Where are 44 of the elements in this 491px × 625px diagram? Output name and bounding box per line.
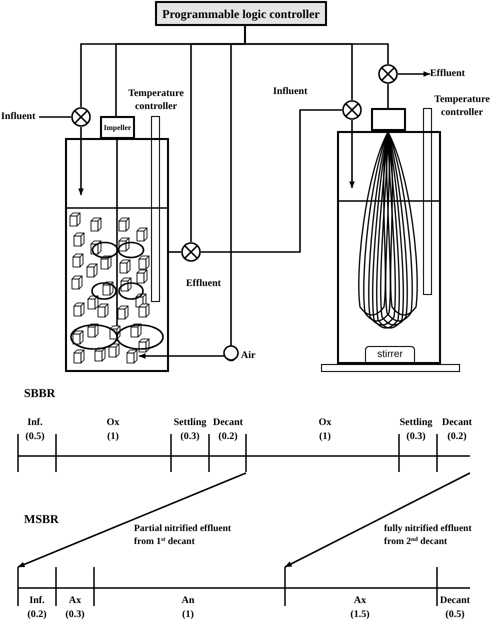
phase-label: Ax (1.5) xyxy=(350,594,370,622)
arrow xyxy=(349,120,355,188)
stirrer-unit: stirrer xyxy=(365,346,415,362)
connector-line xyxy=(244,26,389,64)
reactor-tank xyxy=(65,138,169,372)
flow-label: Air xyxy=(241,349,256,363)
arrow xyxy=(78,127,84,196)
phase-label: Ox (1) xyxy=(318,416,332,444)
flow-label: Effluent xyxy=(186,277,221,291)
phase-label: Decant (0.2) xyxy=(213,416,243,444)
phase-label: Decant (0.5) xyxy=(440,594,470,622)
connector-line xyxy=(387,84,389,108)
valve-icon xyxy=(378,64,398,84)
phase-label: Decant (0.2) xyxy=(442,416,472,444)
valve-icon xyxy=(181,242,201,262)
phase-label: An (1) xyxy=(182,594,194,622)
flow-label: Influent xyxy=(273,85,308,99)
valve-icon xyxy=(71,107,91,127)
connector-line xyxy=(201,109,342,253)
motor-housing xyxy=(371,108,406,131)
reactor-tank xyxy=(337,131,441,364)
phase-label: Ox (1) xyxy=(106,416,120,444)
probe-label: Temperature controller xyxy=(127,87,185,113)
phase-label: Inf. (0.5) xyxy=(25,416,45,444)
arrow xyxy=(398,71,430,77)
probe-label: Temperature controller xyxy=(433,93,491,119)
flow-label: Influent xyxy=(1,110,39,124)
connector-line xyxy=(39,116,71,118)
controller-box: Programmable logic controller xyxy=(155,1,327,26)
timeline-title: SBBR xyxy=(24,386,56,400)
air-pump-icon xyxy=(222,345,239,362)
connector-line xyxy=(169,251,181,253)
phase-label: Settling (0.3) xyxy=(400,416,432,444)
phase-label: Inf. (0.2) xyxy=(27,594,47,622)
edge-label: fully nitrified effluent from 2$^{nd}$ decant xyxy=(384,523,473,549)
edge-label: Partial nitrified effluent from 1$^{st}$ decant xyxy=(134,523,232,549)
flow-label: Effluent xyxy=(430,67,470,81)
timeline-title: MSBR xyxy=(24,512,59,526)
phase-label: Ax (0.3) xyxy=(65,594,85,622)
phase-label: Settling (0.3) xyxy=(174,416,206,444)
valve-icon xyxy=(342,100,362,120)
arrow xyxy=(138,353,224,359)
arrow xyxy=(18,472,246,568)
arrow xyxy=(284,472,470,568)
